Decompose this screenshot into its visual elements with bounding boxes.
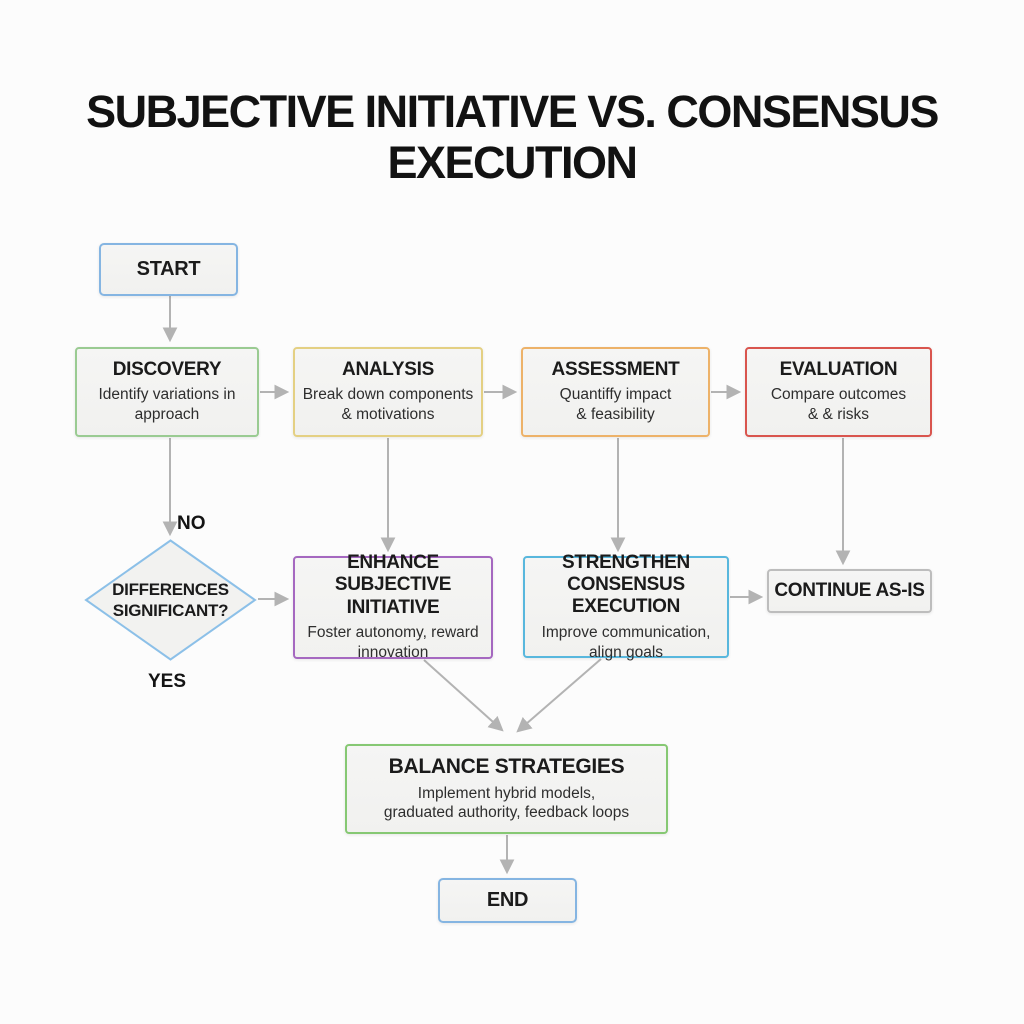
arrow-enhance-to-balance — [423, 659, 504, 732]
edge-label-yes: YES — [148, 671, 187, 692]
strengthen-node-title: STRENGTHEN CONSENSUS EXECUTION — [562, 551, 690, 618]
enhance-node-title: ENHANCE SUBJECTIVE INITIATIVE — [334, 552, 452, 618]
balance-node-title: BALANCE STRATEGIES — [388, 754, 625, 778]
assessment-node: ASSESSMENT Quantiffy impact & feasibilit… — [521, 347, 710, 437]
end-node: END — [438, 878, 577, 923]
strengthen-node-subtitle: Improve communication, align goals — [541, 623, 711, 661]
page-title: SUBJECTIVE INITIATIVE VS. CONSENSUS EXEC… — [86, 86, 939, 188]
decision-diamond-label: DIFFERENCES SIGNIFICANT? — [112, 579, 229, 620]
strengthen-consensus-execution-node: STRENGTHEN CONSENSUS EXECUTION Improve c… — [523, 552, 729, 661]
enhance-node-subtitle: Foster autonomy, reward innovation — [307, 624, 479, 662]
enhance-subjective-initiative-node: ENHANCE SUBJECTIVE INITIATIVE Foster aut… — [293, 552, 493, 661]
start-node-label: START — [136, 257, 201, 280]
analysis-node-subtitle: Break down components & motivations — [302, 386, 474, 424]
continue-as-is-node: CONTINUE AS-IS — [767, 569, 932, 613]
continue-node-label: CONTINUE AS-IS — [774, 579, 925, 601]
decision-diamond-shape — [84, 539, 257, 661]
evaluation-node: EVALUATION Compare outcomes & & risks — [745, 347, 932, 437]
decision-diamond: DIFFERENCES SIGNIFICANT? — [84, 539, 257, 661]
assessment-node-title: ASSESSMENT — [551, 358, 680, 380]
analysis-node-title: ANALYSIS — [342, 358, 434, 380]
start-node: START — [99, 243, 238, 296]
evaluation-node-title: EVALUATION — [779, 358, 898, 380]
analysis-node: ANALYSIS Break down components & motivat… — [293, 347, 483, 437]
evaluation-node-subtitle: Compare outcomes & & risks — [770, 386, 907, 424]
discovery-node-subtitle: Identify variations in approach — [98, 386, 236, 424]
balance-node-subtitle: Implement hybrid models, graduated autho… — [383, 784, 630, 822]
end-node-label: END — [486, 888, 529, 911]
discovery-node: DISCOVERY Identify variations in approac… — [75, 347, 259, 437]
arrow-strengthen-to-balance — [516, 658, 602, 733]
assessment-node-subtitle: Quantiffy impact & feasibility — [559, 386, 672, 424]
discovery-node-title: DISCOVERY — [112, 358, 222, 380]
edge-label-no: NO — [177, 513, 206, 534]
balance-strategies-node: BALANCE STRATEGIES Implement hybrid mode… — [345, 744, 668, 834]
